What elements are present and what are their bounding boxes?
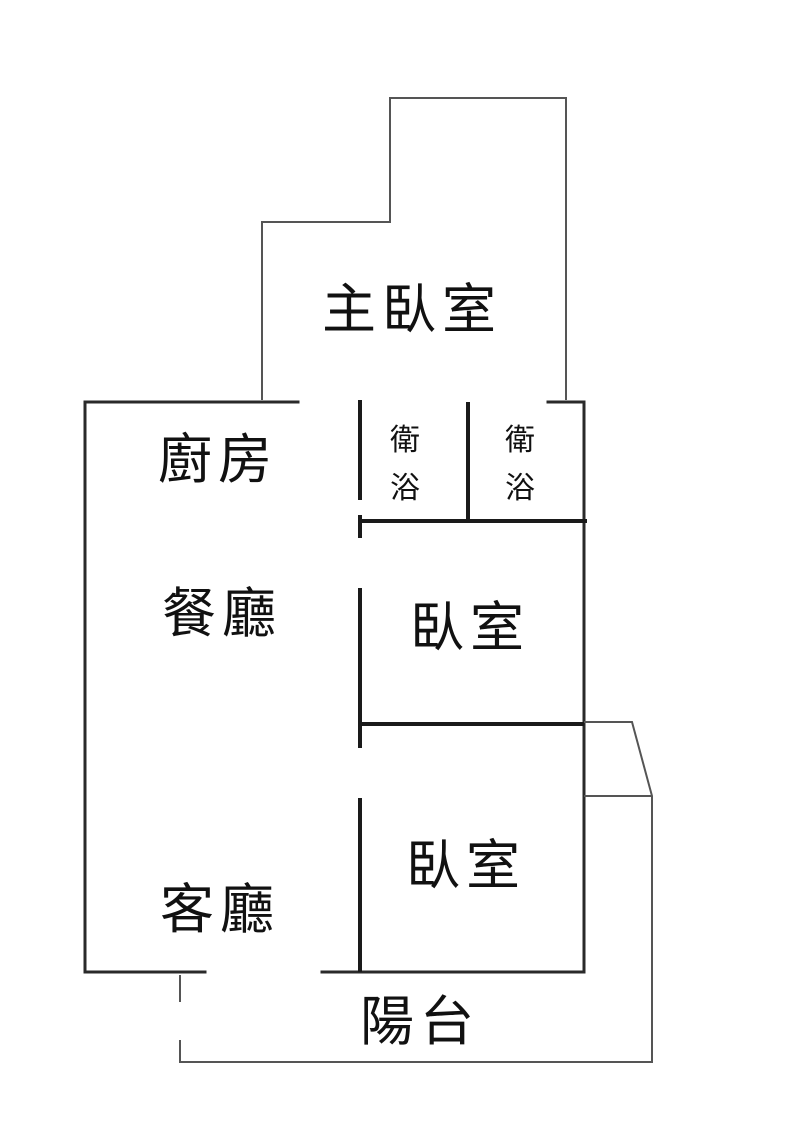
bath-left-label-bottom: 浴: [390, 471, 420, 506]
bedroom-upper-label: 臥室: [410, 596, 530, 659]
kitchen-label: 廚房: [158, 428, 278, 491]
bedroom-lower-label: 臥室: [406, 834, 526, 897]
interior-walls: [358, 400, 587, 972]
master-bedroom-walls: [261, 97, 567, 400]
living-room-label: 客廳: [160, 878, 280, 941]
outer-walls: [83, 400, 586, 974]
master-bedroom-label: 主臥室: [322, 278, 502, 341]
balcony-label: 陽台: [360, 990, 480, 1053]
bath-right-label-top: 衛: [505, 423, 535, 458]
bath-right-label-bottom: 浴: [505, 471, 535, 506]
balcony-walls: [179, 721, 653, 1063]
bath-left-label-top: 衛: [390, 423, 420, 458]
dining-room-label: 餐廳: [162, 582, 282, 645]
